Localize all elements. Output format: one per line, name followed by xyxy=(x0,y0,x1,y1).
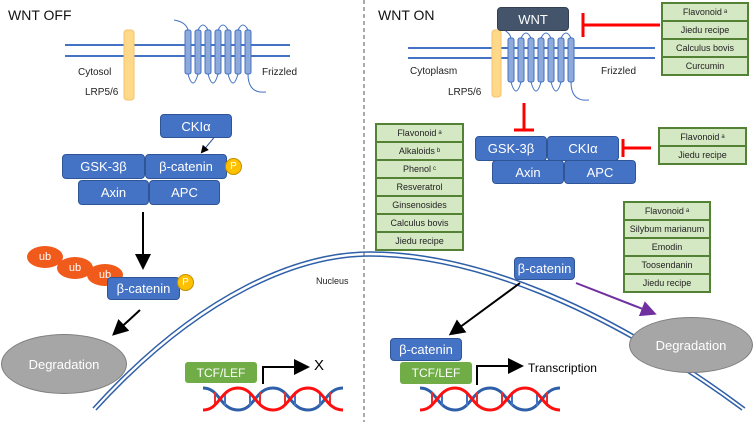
dna-left-icon xyxy=(201,386,345,412)
tcf-lef-right: TCF/LEF xyxy=(400,362,472,384)
lrp-receptor-right xyxy=(491,29,502,98)
cytoplasm-label: Cytoplasm xyxy=(410,66,458,77)
phospho-badge: P xyxy=(225,158,242,175)
degradation-right: Degradation xyxy=(629,317,753,373)
agent-item: Jiedu recipe xyxy=(375,231,464,251)
agent-item: Emodin xyxy=(623,237,711,257)
apc-left: APC xyxy=(149,180,220,205)
nucleus-label: Nucleus xyxy=(316,276,349,286)
arrow-to-nucleus xyxy=(448,282,521,336)
inhibit-ckia xyxy=(621,139,651,157)
lrp-label-left: LRP5/6 xyxy=(85,87,119,98)
axin-right: Axin xyxy=(492,160,564,184)
nucleus-membrane xyxy=(92,251,746,411)
wnt-on-title: WNT ON xyxy=(378,7,435,23)
membrane-left xyxy=(65,44,290,57)
agent-item: Jiedu recipe xyxy=(661,20,749,40)
axin-left: Axin xyxy=(78,180,149,205)
frizzled-label-right: Frizzled xyxy=(601,66,637,77)
arrow-to-degradation-right xyxy=(575,282,657,317)
agent-item: Curcumin xyxy=(661,56,749,76)
inhibit-wnt xyxy=(581,13,660,37)
transcription-label: Transcription xyxy=(528,361,597,375)
agent-item: Jiedu recipe xyxy=(658,145,747,165)
ckia-right: CKIα xyxy=(547,136,619,161)
tcf-lef-left: TCF/LEF xyxy=(185,362,257,383)
degradation-left: Degradation xyxy=(1,334,127,394)
dna-right-icon xyxy=(418,386,562,412)
agent-item: Ginsenosides xyxy=(375,195,464,215)
cytosol-label: Cytosol xyxy=(78,67,112,78)
agent-item: Calculus bovis xyxy=(661,38,749,58)
agent-item: Jiedu recipe xyxy=(623,273,711,293)
beta-catenin-complex: β-catenin xyxy=(145,154,227,179)
no-transcription-mark: X xyxy=(314,357,325,374)
agent-item: Toosendanin xyxy=(623,255,711,275)
frizzled-label-left: Frizzled xyxy=(262,67,298,78)
inhibit-destruction-complex xyxy=(514,103,534,132)
agent-item: Silybum marianum xyxy=(623,219,711,239)
arrow-to-degradation-left xyxy=(112,309,141,336)
phospho-badge-ub: P xyxy=(177,274,194,291)
ubiquitin-1: ub xyxy=(27,246,63,268)
agent-item: Resveratrol xyxy=(375,177,464,197)
wnt-off-title: WNT OFF xyxy=(8,7,72,23)
gsk3b-right: GSK-3β xyxy=(475,136,547,161)
lrp-receptor-left xyxy=(123,29,135,101)
lrp-label-right: LRP5/6 xyxy=(448,87,482,98)
wnt-ligand: WNT xyxy=(497,7,569,31)
ubiquitin-2: ub xyxy=(57,257,93,279)
ckia-left: CKIα xyxy=(160,114,232,138)
gsk3b-left: GSK-3β xyxy=(62,154,145,179)
beta-catenin-nuclear: β-catenin xyxy=(390,338,462,361)
beta-catenin-cytoplasm: β-catenin xyxy=(514,257,575,280)
agent-item: Calculus bovis xyxy=(375,213,464,233)
transcription-arrow xyxy=(476,358,524,385)
blocked-transcription-arrow xyxy=(262,359,310,384)
beta-catenin-ubiquitinated: β-catenin xyxy=(107,277,180,300)
apc-right: APC xyxy=(564,160,636,184)
frizzled-receptor-right xyxy=(496,27,590,101)
